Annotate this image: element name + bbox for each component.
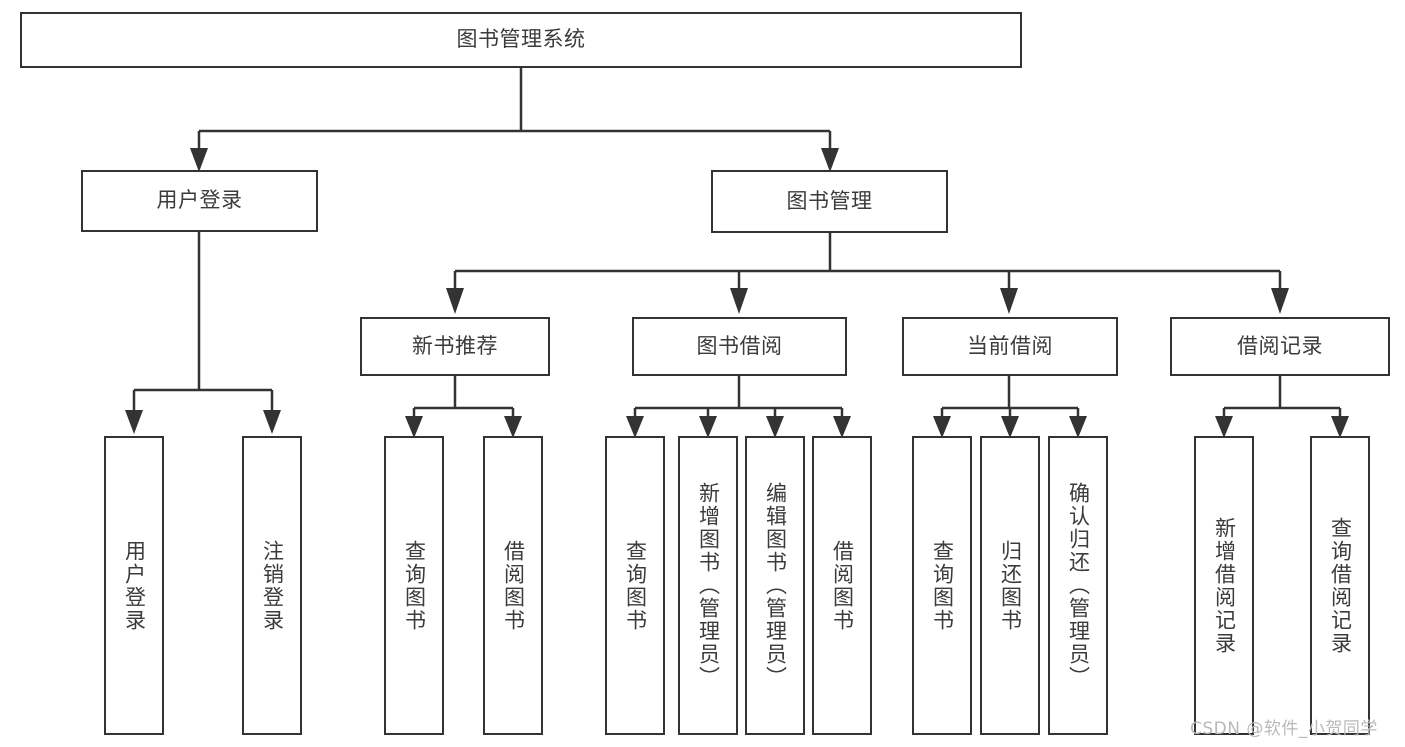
node-label: 用户登录: [122, 539, 147, 632]
node-root-system[interactable]: 图书管理系统: [20, 12, 1022, 68]
leaf-borrow-edit-book[interactable]: 编辑图书（管理员）: [745, 436, 805, 735]
csdn-watermark: CSDN @软件_小贺同学: [1190, 719, 1378, 739]
node-label: 新增借阅记录: [1212, 516, 1237, 655]
node-book-management[interactable]: 图书管理: [711, 170, 948, 233]
node-label: 新增图书（管理员）: [696, 482, 721, 689]
node-borrow-record[interactable]: 借阅记录: [1170, 317, 1390, 376]
node-label: 编辑图书（管理员）: [763, 482, 788, 689]
leaf-user-login-login[interactable]: 用户登录: [104, 436, 164, 735]
node-label: 图书管理: [786, 188, 873, 213]
node-label: 图书借阅: [696, 333, 783, 358]
leaf-recommend-query-book[interactable]: 查询图书: [384, 436, 444, 735]
node-label: 借阅记录: [1237, 333, 1323, 358]
node-label: 借阅图书: [501, 539, 526, 632]
node-label: 当前借阅: [967, 333, 1053, 358]
node-label: 用户登录: [156, 188, 243, 213]
node-label: 确认归还（管理员）: [1066, 482, 1091, 689]
node-label: 查询图书: [402, 539, 427, 632]
leaf-borrow-add-book[interactable]: 新增图书（管理员）: [678, 436, 738, 735]
leaf-borrow-borrow-book[interactable]: 借阅图书: [812, 436, 872, 735]
node-label: 注销登录: [260, 539, 285, 632]
node-label: 图书管理系统: [456, 27, 586, 52]
leaf-user-login-logout[interactable]: 注销登录: [242, 436, 302, 735]
leaf-current-confirm-return[interactable]: 确认归还（管理员）: [1048, 436, 1108, 735]
leaf-record-add-record[interactable]: 新增借阅记录: [1194, 436, 1254, 735]
leaf-current-query-book[interactable]: 查询图书: [912, 436, 972, 735]
node-label: 借阅图书: [830, 539, 855, 632]
leaf-recommend-borrow-book[interactable]: 借阅图书: [483, 436, 543, 735]
node-label: 新书推荐: [412, 333, 498, 358]
node-label: 归还图书: [998, 539, 1023, 632]
node-label: 查询图书: [623, 539, 648, 632]
leaf-current-return-book[interactable]: 归还图书: [980, 436, 1040, 735]
leaf-borrow-query-book[interactable]: 查询图书: [605, 436, 665, 735]
node-new-book-recommend[interactable]: 新书推荐: [360, 317, 550, 376]
leaf-record-query-record[interactable]: 查询借阅记录: [1310, 436, 1370, 735]
node-label: 查询借阅记录: [1328, 516, 1353, 655]
node-label: 查询图书: [930, 539, 955, 632]
node-current-borrow[interactable]: 当前借阅: [902, 317, 1118, 376]
node-book-borrow[interactable]: 图书借阅: [632, 317, 847, 376]
node-user-login[interactable]: 用户登录: [81, 170, 318, 232]
